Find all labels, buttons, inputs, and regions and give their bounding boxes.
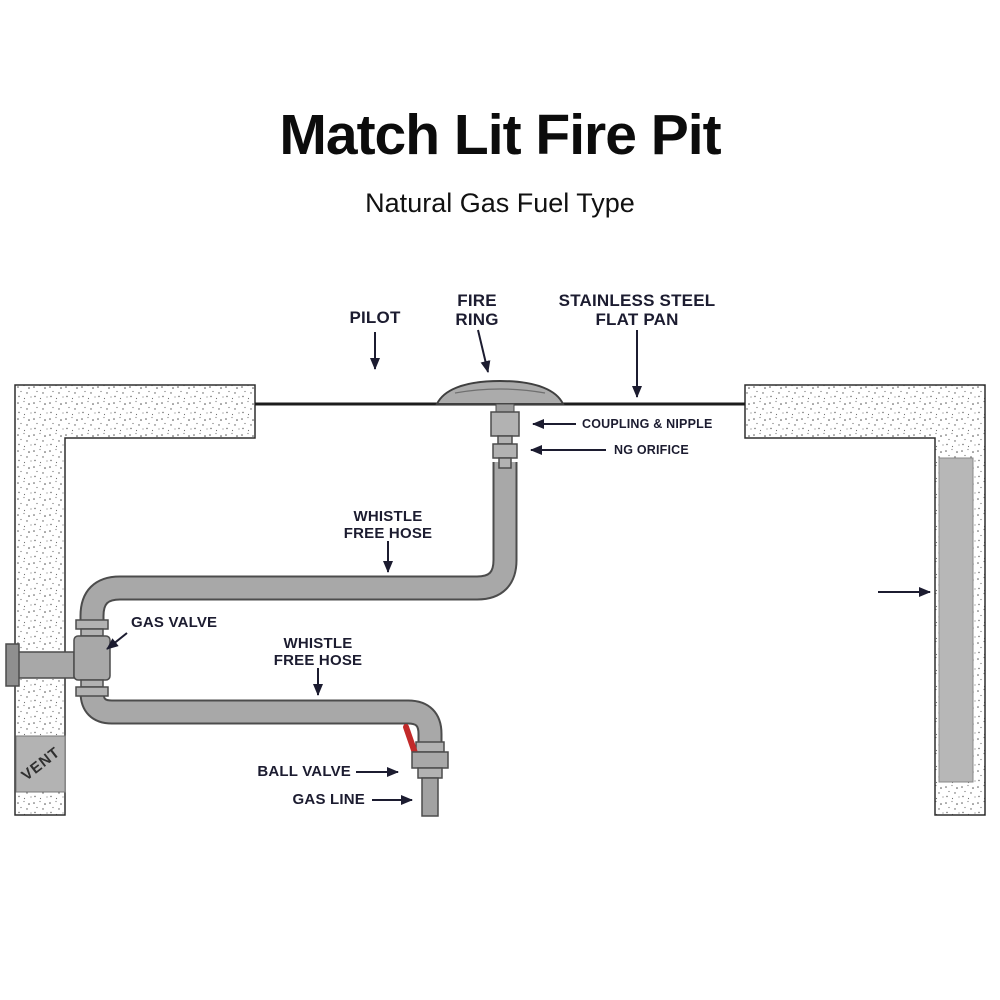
label-ball-valve: BALL VALVE [257,763,351,780]
gas-line-pipe [421,777,439,817]
wall-flange [5,643,20,687]
label-whistle-hose-upper: WHISTLE FREE HOSE [343,508,433,542]
right-wall-inner-panel [938,457,974,783]
fire-ring [435,379,565,413]
hose-lower [81,691,441,746]
fire-ring-arrow [477,329,491,373]
ng-orifice-fitting [492,443,518,469]
label-pilot: PILOT [349,308,401,327]
ball-valve-handle [403,724,418,756]
gas-valve-assembly [5,619,111,697]
ball-valve-body [411,751,449,769]
label-flat-pan: STAINLESS STEEL FLAT PAN [558,291,716,330]
gas-valve-arrow [106,632,128,650]
coupling-and-nipple [490,411,520,445]
label-gas-valve: GAS VALVE [131,614,218,631]
gas-valve-body [73,635,111,681]
ball-valve-assembly [403,724,449,779]
vent-block [15,735,66,793]
label-gas-line: GAS LINE [292,791,365,808]
wall-pipe [11,651,75,679]
label-whistle-hose-lower: WHISTLE FREE HOSE [273,635,363,669]
label-coupling-nipple: COUPLING & NIPPLE [582,417,713,431]
page-subtitle: Natural Gas Fuel Type [365,188,635,218]
page-title: Match Lit Fire Pit [279,103,721,167]
hose-upper [81,462,516,621]
label-ng-orifice: NG ORIFICE [614,443,689,457]
label-fire-ring: FIRE RING [455,291,499,330]
